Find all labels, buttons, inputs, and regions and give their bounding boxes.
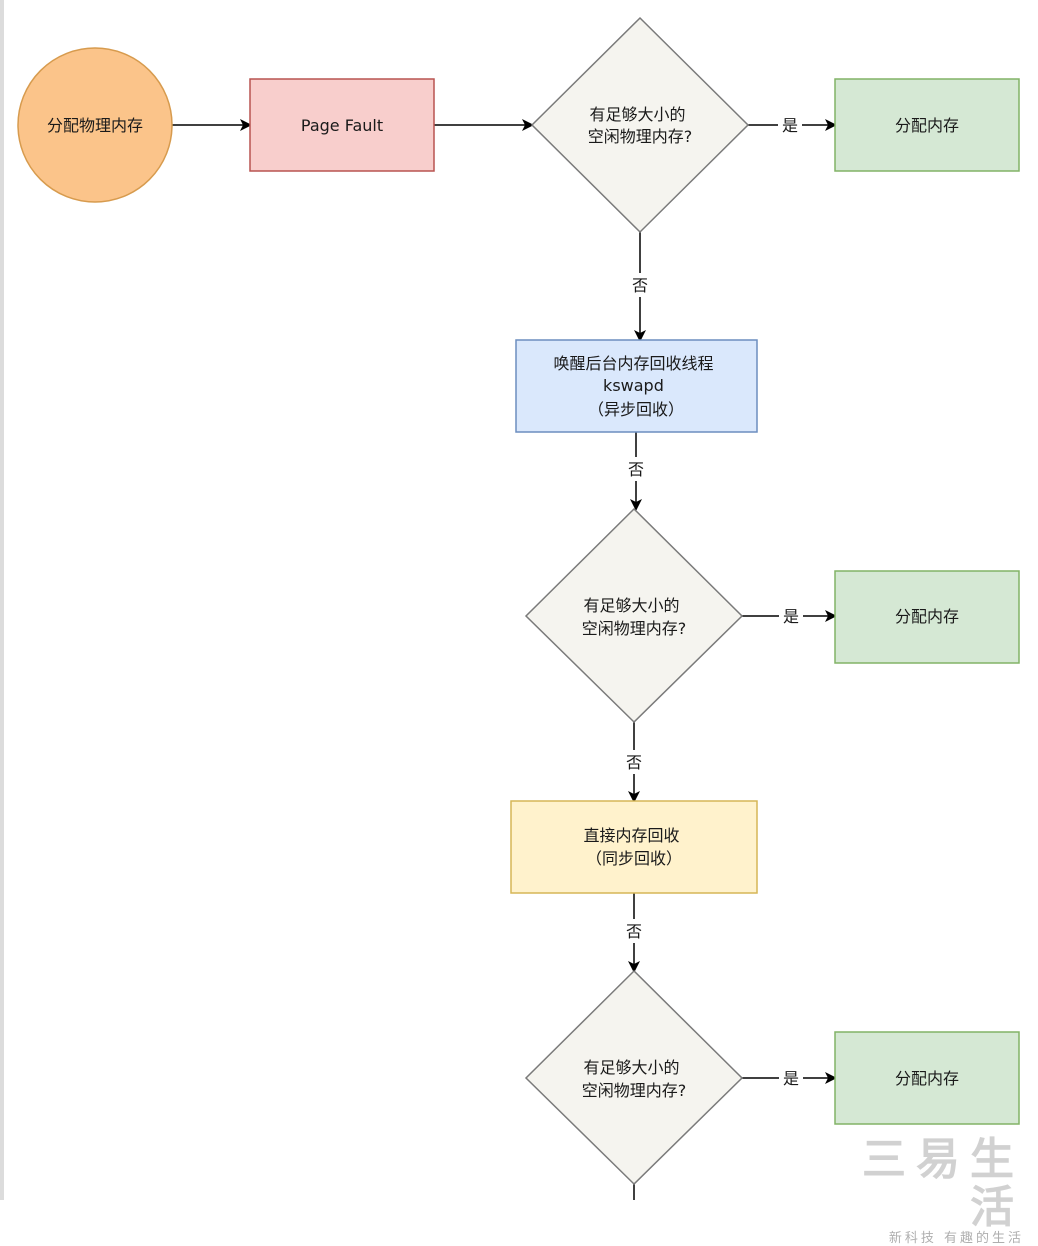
decision-2-line-2: 空闲物理内存? bbox=[582, 619, 687, 638]
alloc-box-3 bbox=[834, 1031, 1020, 1125]
start-circle bbox=[17, 47, 173, 203]
left-border bbox=[0, 0, 4, 1200]
direct-reclaim-line-1: 直接内存回收 bbox=[583, 826, 679, 845]
kswapd-box bbox=[515, 339, 758, 433]
decision-node-3: 有足够大小的 空闲物理内存? bbox=[524, 969, 744, 1186]
alloc-box-2 bbox=[834, 570, 1020, 664]
page-fault-label: Page Fault bbox=[301, 116, 383, 135]
decision-1-line-1: 有足够大小的 bbox=[589, 105, 685, 124]
edge-label-no-1: 否 bbox=[632, 276, 648, 295]
start-label: 分配物理内存 bbox=[47, 116, 143, 135]
direct-reclaim-label: 直接内存回收 （同步回收） bbox=[583, 826, 684, 868]
kswapd-node: 唤醒后台内存回收线程 kswapd （异步回收） bbox=[515, 339, 758, 433]
edge-label-yes-1: 是 bbox=[782, 116, 798, 135]
alloc-label-3: 分配内存 bbox=[895, 1069, 959, 1088]
decision-2-line-1: 有足够大小的 bbox=[583, 596, 679, 615]
alloc-box-1 bbox=[834, 78, 1020, 172]
decision-1-line-2: 空闲物理内存? bbox=[588, 127, 693, 146]
alloc-node-3: 分配内存 bbox=[834, 1031, 1020, 1125]
alloc-node-2: 分配内存 bbox=[834, 570, 1020, 664]
page-fault-box bbox=[249, 78, 435, 172]
direct-reclaim-line-2: （同步回收） bbox=[586, 849, 682, 868]
decision-diamond-3 bbox=[524, 969, 744, 1186]
watermark-sub: 新科技 有趣的生活 bbox=[888, 1231, 1024, 1246]
watermark: 三易生活 新科技 有趣的生活 bbox=[824, 1136, 1024, 1246]
alloc-node-1: 分配内存 bbox=[834, 78, 1020, 172]
decision-label-3: 有足够大小的 空闲物理内存? bbox=[582, 1058, 687, 1100]
kswapd-line-1: 唤醒后台内存回收线程 bbox=[553, 354, 713, 373]
kswapd-line-3: （异步回收） bbox=[588, 400, 684, 419]
decision-node-1: 有足够大小的 空闲物理内存? bbox=[530, 16, 750, 234]
edge-label-yes-3: 是 bbox=[783, 1069, 799, 1088]
page-fault-node: Page Fault bbox=[249, 78, 435, 172]
watermark-main: 三易生活 bbox=[862, 1134, 1024, 1233]
decision-diamond-2 bbox=[524, 507, 744, 724]
edge-label-yes-2: 是 bbox=[783, 607, 799, 626]
decision-3-line-2: 空闲物理内存? bbox=[582, 1081, 687, 1100]
direct-reclaim-box bbox=[510, 800, 758, 894]
kswapd-line-2: kswapd bbox=[603, 376, 664, 395]
direct-reclaim-node: 直接内存回收 （同步回收） bbox=[510, 800, 758, 894]
edge-label-no-2: 否 bbox=[628, 460, 644, 479]
start-node: 分配物理内存 bbox=[17, 47, 173, 203]
decision-3-line-1: 有足够大小的 bbox=[583, 1058, 679, 1077]
flowchart: 是 否 否 是 否 否 是 分配物理内存 Page Fault 有足够大小的 bbox=[17, 16, 1020, 1200]
decision-node-2: 有足够大小的 空闲物理内存? bbox=[524, 507, 744, 724]
edge-label-no-3: 否 bbox=[626, 753, 642, 772]
decision-label-2: 有足够大小的 空闲物理内存? bbox=[582, 596, 687, 638]
kswapd-label: 唤醒后台内存回收线程 kswapd （异步回收） bbox=[553, 354, 718, 419]
decision-label-1: 有足够大小的 空闲物理内存? bbox=[588, 105, 693, 146]
alloc-label-2: 分配内存 bbox=[895, 607, 959, 626]
decision-diamond-1 bbox=[530, 16, 750, 234]
alloc-label-1: 分配内存 bbox=[895, 116, 959, 135]
edges: 是 否 否 是 否 否 是 bbox=[172, 114, 837, 1200]
edge-label-no-4: 否 bbox=[626, 922, 642, 941]
